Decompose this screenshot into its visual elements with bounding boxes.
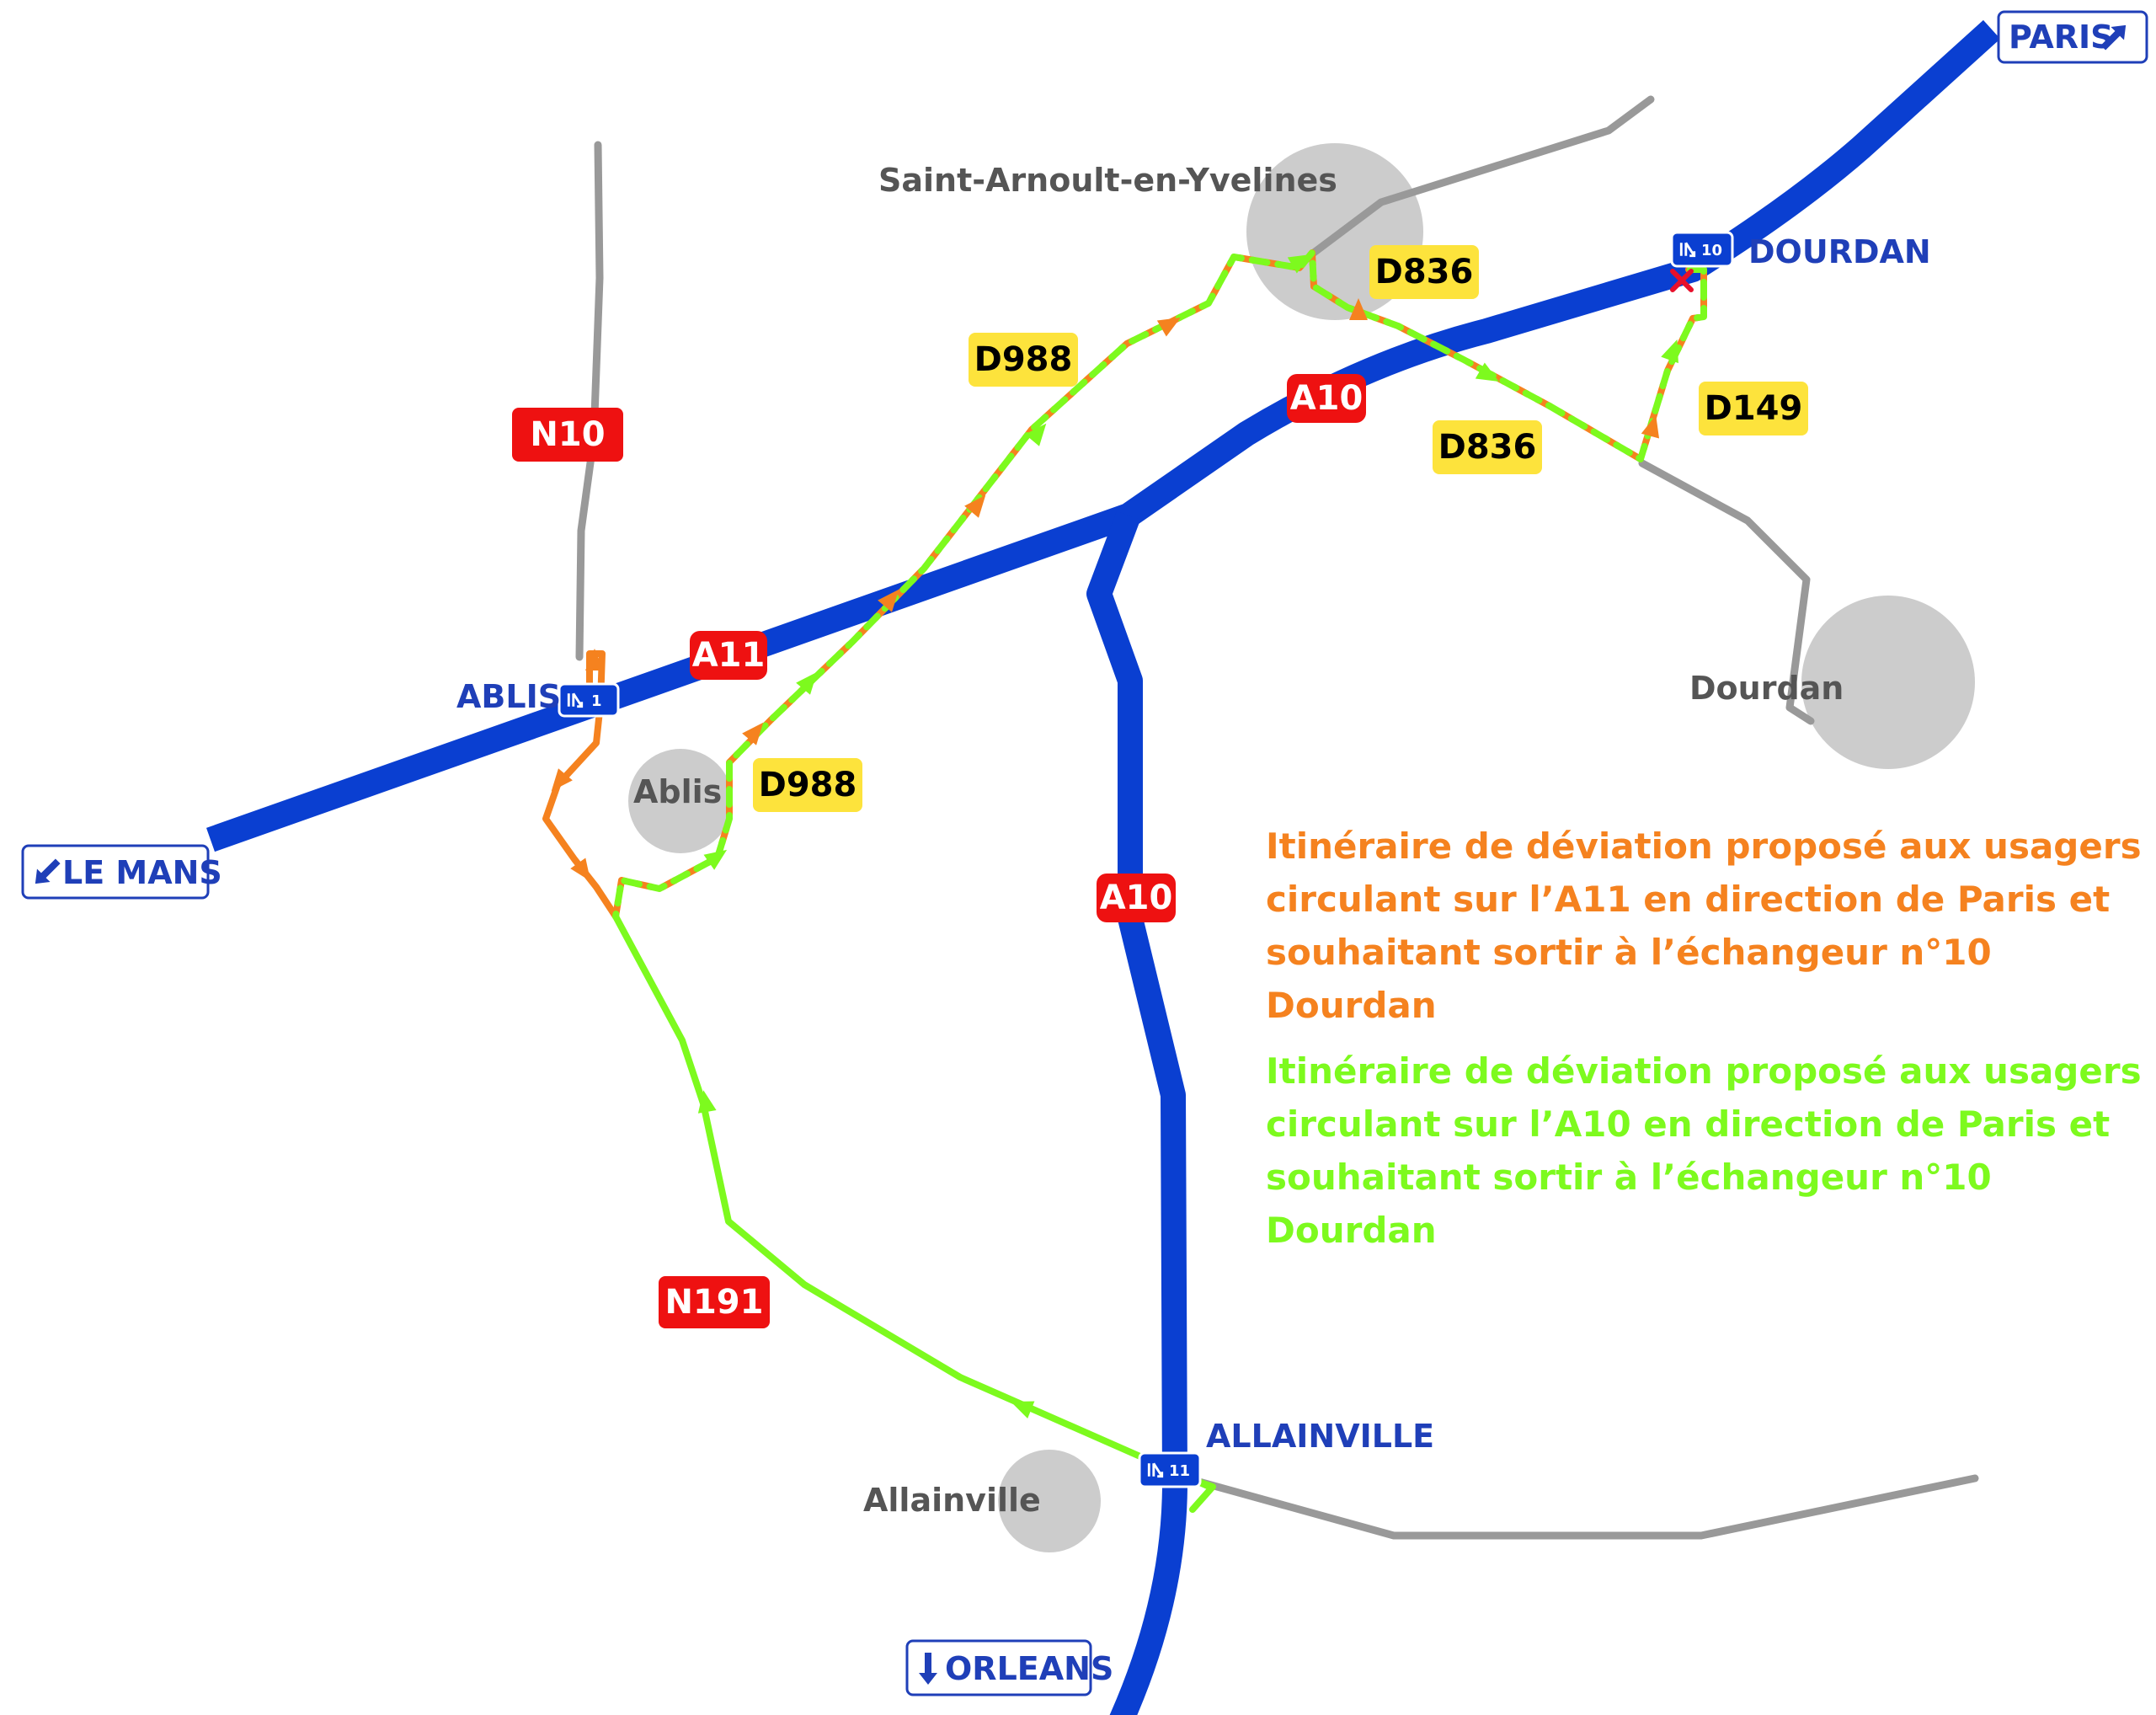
interchange-label-dourdan: DOURDAN bbox=[1748, 233, 1931, 270]
town-label-dourdan: Dourdan bbox=[1689, 670, 1844, 707]
exit-badge-allainville bbox=[1138, 1451, 1202, 1488]
arrow-green-d988-1 bbox=[796, 671, 818, 695]
arrow-green-n191-2 bbox=[1011, 1401, 1035, 1418]
road-d988-north-grey bbox=[1310, 95, 1655, 257]
road-n10 bbox=[575, 141, 604, 661]
legend-green-line: Itinéraire de déviation proposé aux usag… bbox=[1266, 1050, 2142, 1092]
closure-x-icon bbox=[1670, 269, 1694, 292]
arrow-green-ablis bbox=[703, 849, 728, 870]
svg-text:1: 1 bbox=[591, 692, 602, 710]
badge-a10-south: A10 bbox=[1097, 874, 1176, 922]
town-areas bbox=[628, 143, 1975, 1552]
exit-badge-ablis bbox=[558, 682, 620, 718]
svg-text:D988: D988 bbox=[974, 340, 1073, 379]
badge-d988-north: D988 bbox=[969, 333, 1078, 387]
arrow-orange-d988-2 bbox=[878, 589, 899, 612]
town-label-ablis: Ablis bbox=[633, 773, 722, 810]
badge-d836-south: D836 bbox=[1433, 420, 1542, 474]
arrow-green-d836 bbox=[1475, 362, 1499, 382]
svg-text:N191: N191 bbox=[665, 1283, 764, 1322]
secondary-roads bbox=[575, 95, 1979, 1540]
arrow-orange-ablis-2 bbox=[570, 858, 591, 882]
road-badges: A10 A11 A10 N10 N191 D988 D988 D836 bbox=[512, 245, 1808, 1328]
arrow-orange-n10 bbox=[585, 649, 604, 671]
legend-orange-route: Itinéraire de déviation proposé aux usag… bbox=[1266, 820, 2142, 1032]
town-label-saint-arnoult: Saint-Arnoult-en-Yvelines bbox=[878, 162, 1337, 199]
badge-d988-south: D988 bbox=[753, 758, 862, 812]
route-a10-shared bbox=[612, 249, 1707, 920]
direction-signs: PARIS LE MANS ORLEANS bbox=[21, 10, 2148, 1696]
exit-badge-dourdan bbox=[1670, 231, 1734, 268]
road-d836-south-grey bbox=[1638, 459, 1815, 725]
arrow-orange-ablis-1 bbox=[551, 768, 573, 792]
legend-green-line: circulant sur l’A10 en direction de Pari… bbox=[1266, 1103, 2111, 1145]
town-area-allainville bbox=[998, 1450, 1101, 1552]
badge-d836-north: D836 bbox=[1369, 245, 1479, 299]
svg-text:A10: A10 bbox=[1290, 379, 1364, 418]
arrow-orange-d988-1 bbox=[742, 722, 764, 745]
arrow-green-d988-2 bbox=[1025, 423, 1047, 446]
svg-text:A10: A10 bbox=[1100, 879, 1173, 917]
direction-sign-le-mans: LE MANS bbox=[21, 844, 222, 900]
svg-text:11: 11 bbox=[1169, 1462, 1190, 1480]
arrow-up-right-icon bbox=[2100, 24, 2127, 51]
badge-a11: A11 bbox=[690, 631, 767, 680]
legend-orange-line: circulant sur l’A11 en direction de Pari… bbox=[1266, 879, 2111, 920]
svg-text:PARIS: PARIS bbox=[2009, 19, 2114, 56]
interchange-dourdan: 10 DOURDAN bbox=[1670, 231, 1931, 270]
town-label-allainville: Allainville bbox=[863, 1482, 1041, 1519]
badge-n10: N10 bbox=[512, 408, 623, 462]
interchange-allainville: 11 ALLAINVILLE bbox=[1138, 1418, 1434, 1488]
svg-text:D836: D836 bbox=[1375, 253, 1474, 291]
svg-text:D836: D836 bbox=[1438, 428, 1537, 467]
town-area-dourdan bbox=[1801, 596, 1975, 769]
badge-a10-north: A10 bbox=[1287, 374, 1366, 423]
town-labels: Saint-Arnoult-en-Yvelines Ablis Dourdan … bbox=[633, 162, 1844, 1519]
svg-text:LE MANS: LE MANS bbox=[62, 854, 222, 891]
svg-text:ORLEANS: ORLEANS bbox=[945, 1650, 1113, 1687]
route-arrows bbox=[551, 254, 1678, 1418]
arrow-green-d149 bbox=[1661, 339, 1678, 364]
svg-text:10: 10 bbox=[1701, 242, 1722, 259]
motorway-a10-south bbox=[1086, 510, 1187, 1715]
road-allainville-east bbox=[1192, 1474, 1979, 1540]
arrow-orange-d149 bbox=[1641, 414, 1660, 439]
interchange-label-ablis: ABLIS bbox=[456, 678, 561, 715]
interchange-label-allainville: ALLAINVILLE bbox=[1206, 1418, 1434, 1455]
interchanges: 1 ABLIS 10 DOURDAN 11 ALLAINVILLE bbox=[456, 231, 1931, 1488]
svg-text:N10: N10 bbox=[530, 415, 605, 454]
direction-sign-orleans: ORLEANS bbox=[905, 1639, 1113, 1696]
arrow-green-saint-arnoult bbox=[1287, 254, 1311, 274]
arrow-orange-d988-4 bbox=[1156, 318, 1181, 337]
route-a10-allainville-loop bbox=[1189, 1477, 1216, 1513]
badge-d149: D149 bbox=[1699, 382, 1808, 435]
direction-sign-paris: PARIS bbox=[1997, 10, 2148, 64]
arrow-down-left-icon bbox=[35, 858, 61, 884]
route-a11-shared bbox=[612, 249, 1707, 920]
legend-orange-line: Itinéraire de déviation proposé aux usag… bbox=[1266, 825, 2142, 867]
interchange-ablis: 1 ABLIS bbox=[456, 678, 620, 718]
arrow-orange-d836-1 bbox=[1349, 298, 1368, 320]
badge-n191: N191 bbox=[659, 1276, 770, 1328]
arrow-orange-d988-3 bbox=[964, 494, 986, 518]
town-area-ablis bbox=[628, 749, 733, 853]
svg-text:A11: A11 bbox=[692, 636, 766, 675]
svg-text:D988: D988 bbox=[759, 766, 857, 804]
legend-green-route: Itinéraire de déviation proposé aux usag… bbox=[1266, 1044, 2142, 1257]
legend-orange-line: souhaitant sortir à l’échangeur n°10 Dou… bbox=[1266, 932, 1992, 1026]
legend-green-line: souhaitant sortir à l’échangeur n°10 Dou… bbox=[1266, 1157, 1992, 1251]
route-a10-main bbox=[612, 913, 1213, 1490]
arrow-down-icon bbox=[919, 1653, 937, 1685]
svg-text:D149: D149 bbox=[1705, 389, 1803, 428]
arrow-green-n191-1 bbox=[697, 1090, 717, 1114]
